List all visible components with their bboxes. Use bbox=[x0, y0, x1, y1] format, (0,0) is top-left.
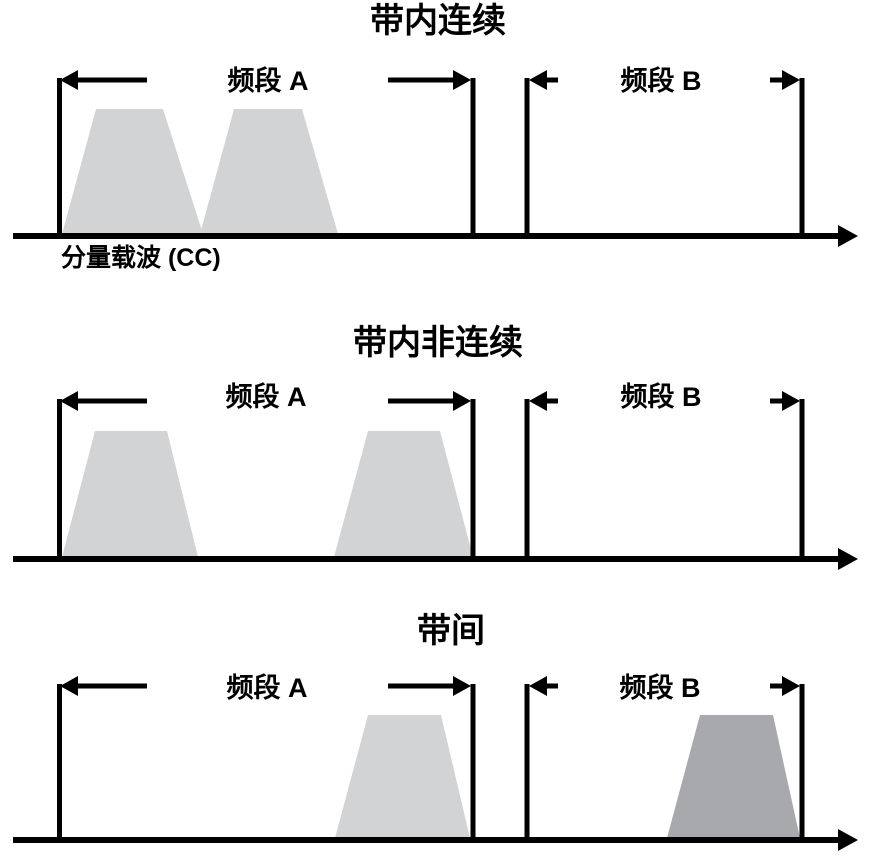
component-carrier-shape-dark bbox=[667, 715, 800, 838]
band-b-right-arrowhead-icon bbox=[782, 391, 800, 411]
section-3-band-b-label: 频段 B bbox=[619, 673, 701, 703]
band-a-left-arrowhead-icon bbox=[60, 391, 78, 411]
section1-lines bbox=[13, 77, 840, 239]
section-2-band-b-label: 频段 B bbox=[620, 382, 702, 412]
band-a-left-arrowhead-icon bbox=[60, 676, 78, 696]
section-1-title: 带内连续 bbox=[370, 2, 506, 40]
band-a-right-arrowhead-icon bbox=[453, 391, 471, 411]
section3-lines bbox=[13, 683, 840, 843]
section-3-title: 带间 bbox=[417, 612, 485, 650]
section2-lines bbox=[13, 398, 840, 562]
band-b-right-arrowhead-icon bbox=[782, 676, 800, 696]
section-interband bbox=[13, 676, 858, 851]
band-b-right-arrowhead-icon bbox=[782, 70, 800, 90]
band-b-left-arrowhead-icon bbox=[529, 391, 547, 411]
component-carrier-shape bbox=[335, 715, 470, 838]
component-carrier-shape bbox=[62, 109, 203, 234]
section3-arrowheads bbox=[60, 676, 858, 851]
band-b-left-arrowhead-icon bbox=[529, 676, 547, 696]
band-a-right-arrowhead-icon bbox=[453, 70, 471, 90]
section-3-band-a-label: 频段 A bbox=[226, 673, 308, 703]
section-intraband-contiguous bbox=[13, 70, 858, 247]
component-carrier-label: 分量载波 (CC) bbox=[61, 244, 221, 272]
section1-arrowheads bbox=[60, 70, 858, 247]
section-2-title: 带内非连续 bbox=[353, 324, 523, 362]
section-1-band-b-label: 频段 B bbox=[620, 66, 702, 96]
section-1-band-a-label: 频段 A bbox=[227, 66, 309, 96]
axis-arrowhead-icon bbox=[838, 548, 858, 570]
component-carrier-shape bbox=[334, 431, 473, 557]
component-carrier-shape bbox=[62, 431, 198, 557]
band-b-left-arrowhead-icon bbox=[529, 70, 547, 90]
section-intraband-noncontiguous bbox=[13, 391, 858, 570]
component-carrier-shape bbox=[200, 109, 338, 234]
band-a-right-arrowhead-icon bbox=[453, 676, 471, 696]
section-2-band-a-label: 频段 A bbox=[225, 382, 307, 412]
axis-arrowhead-icon bbox=[838, 225, 858, 247]
section2-arrowheads bbox=[60, 391, 858, 570]
band-a-left-arrowhead-icon bbox=[60, 70, 78, 90]
axis-arrowhead-icon bbox=[838, 829, 858, 851]
